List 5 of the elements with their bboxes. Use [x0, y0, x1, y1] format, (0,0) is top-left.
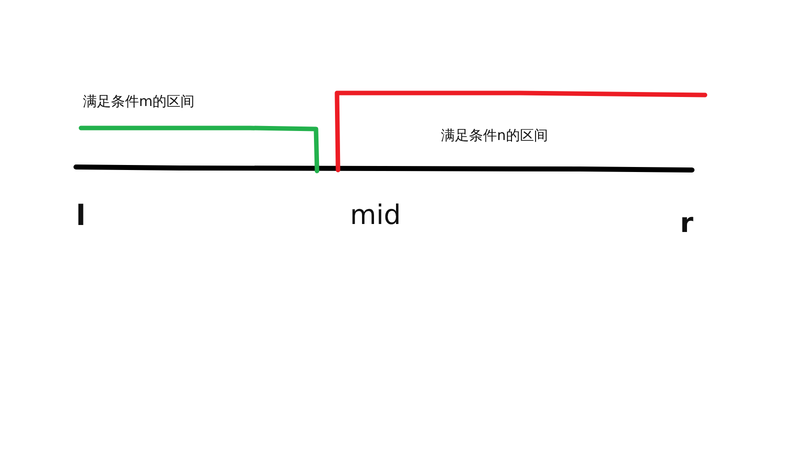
endpoint-label: l [76, 202, 86, 230]
interval-label: 满足条件n的区间 [441, 129, 548, 143]
endpoint-label: r [680, 210, 694, 237]
interval-label: 满足条件m的区间 [83, 95, 195, 109]
endpoint-label: mid [350, 202, 401, 229]
